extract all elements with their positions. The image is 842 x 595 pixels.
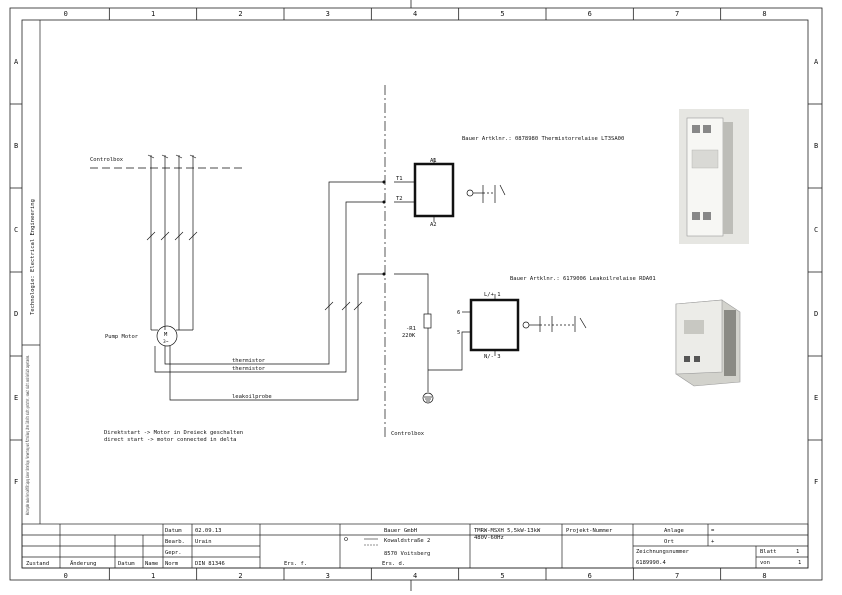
bearb-value: Urain — [195, 539, 212, 545]
pump-motor-label: Pump Motor — [105, 334, 139, 340]
column-label-top: 0 — [64, 10, 68, 18]
row-label-left: E — [14, 394, 18, 402]
blatt-value: 1 — [796, 549, 799, 555]
pump-motor-symbol — [156, 325, 178, 347]
resistor-name: -R1 — [406, 326, 416, 332]
ground-symbol — [422, 392, 434, 404]
column-label-bottom: 4 — [413, 572, 417, 580]
column-label-bottom: 6 — [588, 572, 592, 580]
company-city: 8570 Voitsberg — [384, 551, 430, 557]
zeichnungsnummer-label: Zeichnungsnummer — [636, 549, 690, 555]
thermistor-label-1: thermistor — [232, 358, 266, 364]
company-street: Kowaldstraße 2 — [384, 538, 430, 544]
datum-value: 02.09.13 — [195, 528, 222, 534]
ort-label: Ort — [664, 539, 674, 545]
product-power: TMRW-MSXH 5,5kW-13kW — [474, 528, 541, 534]
title-block — [21, 523, 809, 569]
relay1-t2: T2 — [396, 196, 403, 202]
relay1-t1: T1 — [396, 176, 403, 182]
motor-phase: 3~ — [163, 339, 169, 345]
ers-d-label: Ers. d. — [382, 561, 405, 567]
column-label-top: 3 — [326, 10, 330, 18]
side-label: Technologie: Electrical Engineering — [30, 199, 36, 315]
drawing-frame — [9, 0, 823, 591]
row-label-left: F — [14, 478, 18, 486]
product-voltage: 480V-60Hz — [474, 535, 504, 541]
thermistor-relay-box — [413, 162, 455, 218]
leakoil-relay-photo — [668, 296, 746, 387]
column-label-bottom: 3 — [326, 572, 330, 580]
ers-f-label: Ers. f. — [284, 561, 307, 567]
relay1-a2: A2 — [430, 222, 437, 228]
column-label-bottom: 1 — [151, 572, 155, 580]
leakoil-relay-box — [469, 298, 520, 352]
von-value: 1 — [798, 560, 801, 566]
side-strip — [22, 20, 41, 524]
relay2-title: Bauer Artklnr.: 6179006 Leakoilrelaise R… — [510, 276, 656, 282]
copyright-note: Weitergabe sowie Vervielfältigung dieser… — [25, 355, 31, 515]
column-label-top: 1 — [151, 10, 155, 18]
column-label-top: 8 — [762, 10, 766, 18]
company-name: Bauer GmbH — [384, 528, 417, 534]
blatt-label: Blatt — [760, 549, 777, 555]
row-label-right: C — [814, 226, 818, 234]
thermistor-relay-photo — [679, 109, 749, 244]
controlbox-bottom-label: Controlbox — [391, 431, 425, 437]
von-label: von — [760, 560, 770, 566]
column-label-bottom: 5 — [500, 572, 504, 580]
column-label-bottom: 2 — [238, 572, 242, 580]
controlbox-top-label: Controlbox — [90, 157, 124, 163]
column-label-top: 7 — [675, 10, 679, 18]
norm-value: DIN 81346 — [195, 561, 225, 567]
row-label-right: F — [814, 478, 818, 486]
row-label-left: C — [14, 226, 18, 234]
motor-letter: M — [164, 332, 168, 338]
name-column-label: Name — [145, 561, 158, 567]
leakoilprobe-label: leakoilprobe — [232, 394, 272, 400]
relay2-pin-6: 6 — [457, 310, 460, 316]
resistor-value: 220K — [402, 333, 416, 339]
relay1-a1: A1 — [430, 158, 437, 164]
row-label-right: E — [814, 394, 818, 402]
column-label-top: 4 — [413, 10, 417, 18]
row-label-right: B — [814, 142, 818, 150]
column-label-bottom: 8 — [762, 572, 766, 580]
column-label-top: 6 — [588, 10, 592, 18]
aenderung-label: Änderung — [70, 560, 97, 567]
anlage-value: = — [711, 528, 715, 534]
note-german: Direktstart -> Motor in Dreieck geschalt… — [104, 430, 243, 436]
row-labels: A A B B C C D D E E F F — [14, 58, 819, 486]
column-labels: 0 0 1 1 2 2 3 3 4 4 5 5 6 6 7 7 8 8 — [64, 10, 767, 580]
column-label-bottom: 0 — [64, 572, 68, 580]
thermistor-label-2: thermistor — [232, 366, 266, 372]
zustand-label: Zustand — [26, 561, 49, 567]
ort-value: + — [711, 539, 715, 545]
column-label-top: 5 — [500, 10, 504, 18]
row-label-left: A — [14, 58, 19, 66]
norm-label: Norm — [165, 561, 179, 567]
row-label-right: D — [814, 310, 818, 318]
relay1-title: Bauer Artklnr.: 0878980 Thermistorrelais… — [462, 136, 624, 142]
datum-column-label: Datum — [118, 561, 135, 567]
relay2-pin-5: 5 — [457, 330, 460, 336]
relay2-top-pin: L/+ 1 — [484, 292, 501, 298]
relay2-bottom-pin: N/- 3 — [484, 354, 501, 360]
resistor-r1 — [423, 313, 432, 329]
column-label-top: 2 — [238, 10, 242, 18]
bearb-label: Bearb. — [165, 539, 185, 545]
projekt-nummer-label: Projekt-Nummer — [566, 528, 613, 534]
row-label-left: B — [14, 142, 18, 150]
note-english: direct start -> motor connected in delta — [104, 437, 236, 443]
datum-label: Datum — [165, 528, 182, 534]
row-label-left: D — [14, 310, 18, 318]
schematic — [90, 85, 587, 438]
company-logo — [344, 537, 378, 546]
row-label-right: A — [814, 58, 819, 66]
zeichnungsnummer-value: 6189990.4 — [636, 560, 666, 566]
anlage-label: Anlage — [664, 528, 684, 534]
gepr-label: Gepr. — [165, 550, 182, 556]
column-label-bottom: 7 — [675, 572, 679, 580]
